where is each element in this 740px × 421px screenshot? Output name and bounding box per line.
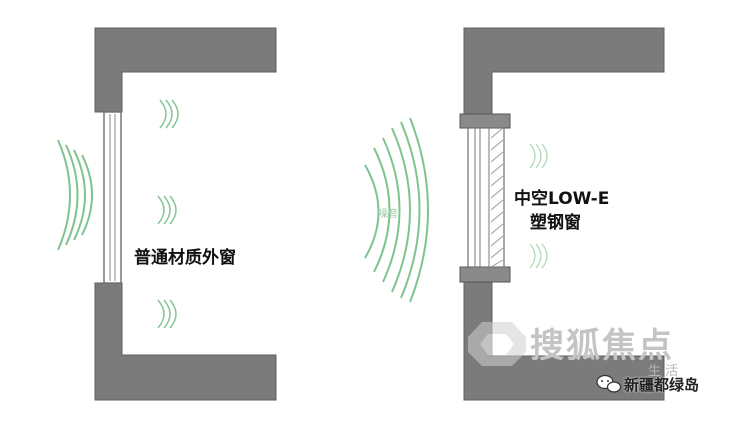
right-outside-wave-icon: [364, 117, 429, 303]
account-watermark: 新疆都绿岛: [624, 376, 700, 394]
sohu-house-logo: [468, 322, 526, 366]
left-window-frame: [103, 111, 122, 284]
sohu-watermark-text: 搜狐焦点: [530, 326, 674, 366]
left-window-label: 普通材质外窗: [134, 248, 236, 268]
left-inside-wave-mid-icon: [157, 195, 177, 225]
left-inside-wave-top-icon: [159, 99, 179, 129]
right-inside-wave-top-icon: [529, 143, 548, 169]
left-outside-wave-icon: [57, 139, 93, 251]
left-wall: [94, 27, 277, 401]
right-wall-top: [463, 27, 665, 115]
right-window-label-line1: 中空LOW-E: [514, 189, 610, 209]
noise-label: 噪音: [378, 209, 398, 220]
left-inside-wave-bottom-icon: [157, 299, 177, 329]
sohu-watermark-sub: 生 活: [648, 364, 679, 379]
right-window-label-line2: 塑钢窗: [530, 213, 581, 233]
left-wall-top: [94, 27, 277, 113]
right-window-frame: [459, 113, 511, 283]
wechat-icon: [596, 374, 622, 393]
left-wall-bottom: [94, 282, 277, 401]
low-e-hatch: [490, 127, 504, 268]
right-inside-wave-bottom-icon: [529, 243, 548, 269]
